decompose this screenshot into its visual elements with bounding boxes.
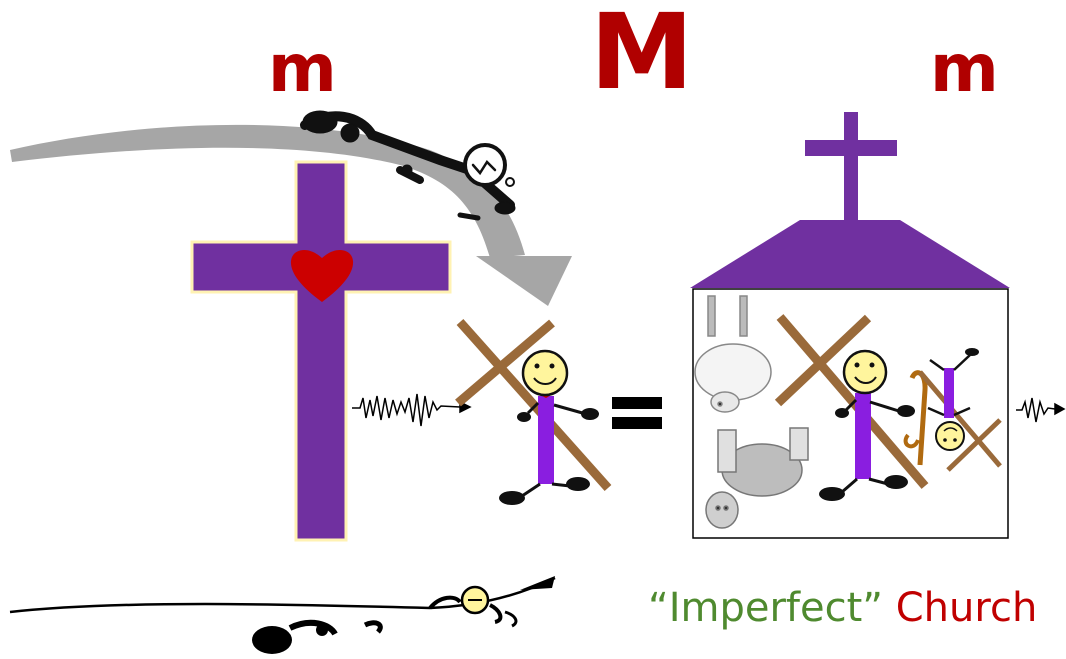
squiggle-arrow-icon: [352, 393, 472, 427]
equals-icon: [612, 397, 662, 429]
stick-figure-with-cross-icon: [455, 319, 612, 505]
big-m-center-label: M: [590, 0, 694, 113]
small-m-left-label: m: [268, 30, 337, 107]
sheep-icon: [694, 295, 772, 413]
lying-figure-icon: [9, 576, 556, 654]
heart-icon: [290, 249, 354, 302]
falling-figure-icon: [300, 110, 516, 221]
caption-church-word: Church: [895, 585, 1038, 631]
imperfect-church-caption: “Imperfect” Church: [648, 588, 1037, 628]
small-m-right-label: m: [930, 30, 999, 107]
squiggle-arrow-right-icon: [1016, 397, 1066, 423]
caption-quoted-word: “Imperfect”: [648, 585, 884, 631]
lamb-icon: [705, 427, 809, 529]
upside-down-figure-icon: [918, 348, 1002, 472]
church-figure-with-cross-icon: [774, 314, 929, 501]
cross-with-heart-icon: [190, 160, 452, 542]
curved-arrow-icon: [10, 124, 572, 306]
